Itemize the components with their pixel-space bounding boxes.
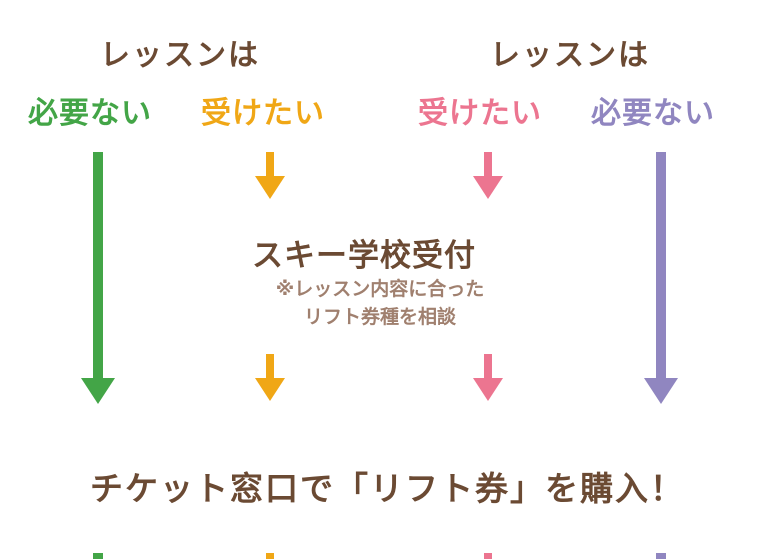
- orange-arrow-stub: [266, 553, 274, 559]
- option-left-want-lesson: 受けたい: [201, 96, 325, 131]
- green-long-arrow: [81, 152, 115, 404]
- pink-arrow-middle: [473, 354, 503, 401]
- left-heading: レッスンは: [100, 38, 260, 73]
- purple-long-arrow: [644, 152, 678, 404]
- option-right-want-lesson: 受けたい: [418, 96, 542, 131]
- ski-school-reception-title: スキー学校受付: [252, 238, 476, 274]
- pink-arrow-stub: [484, 553, 492, 559]
- purple-arrow-stub: [656, 553, 666, 559]
- pink-arrow-top: [473, 152, 503, 199]
- option-left-no-lesson: 必要ない: [28, 96, 152, 131]
- reception-note-line-2: リフト券種を相談: [303, 306, 456, 328]
- reception-note: ※レッスン内容に合った リフト券種を相談: [250, 275, 510, 331]
- ticket-counter-instruction: チケット窓口で「リフト券」を購入！: [90, 469, 685, 508]
- reception-note-line-1: ※レッスン内容に合った: [275, 278, 485, 300]
- orange-arrow-middle: [255, 354, 285, 401]
- option-right-no-lesson: 必要ない: [591, 96, 715, 131]
- right-heading: レッスンは: [490, 38, 650, 73]
- orange-arrow-top: [255, 152, 285, 199]
- green-arrow-stub: [93, 553, 103, 559]
